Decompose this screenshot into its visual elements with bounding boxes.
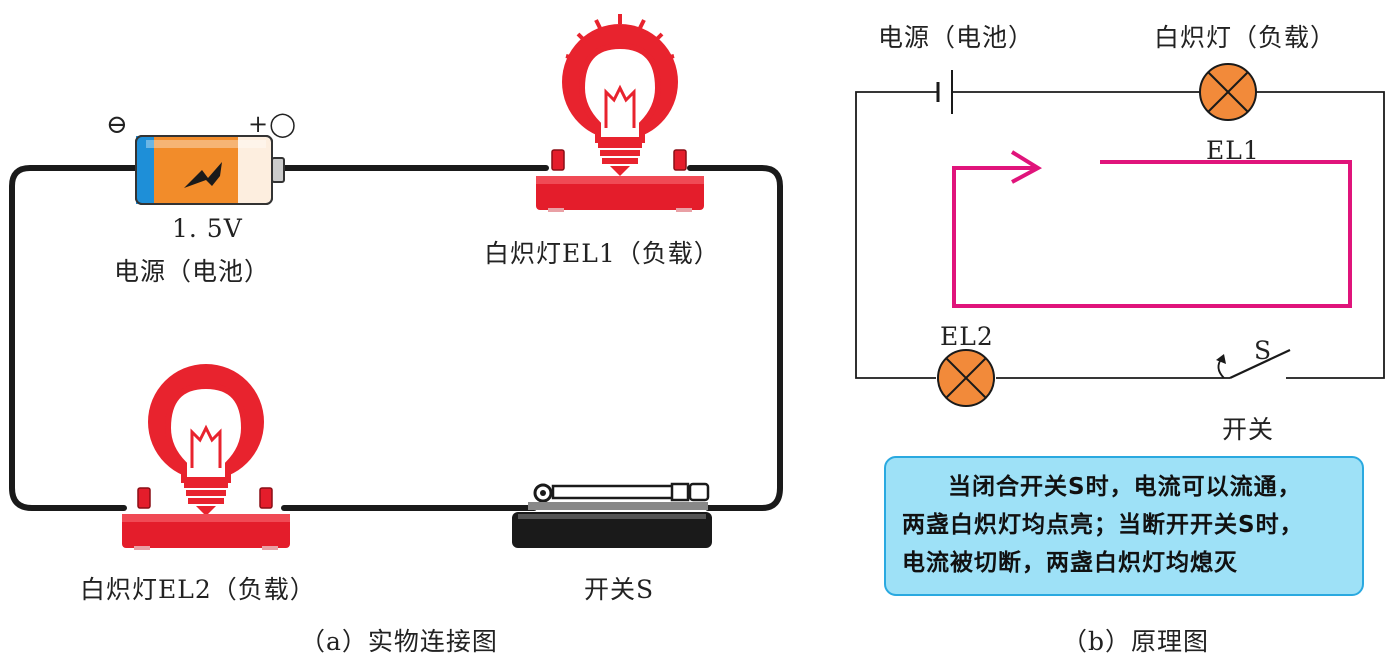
schematic-lamp1-label: EL1 [1206,136,1260,165]
battery-name-label: 电源（电池） [114,257,271,286]
light-bulb-icon [148,364,264,516]
note-line-1: 当闭合开关S时，电流可以流通， [948,474,1302,500]
note-line-2: 两盏白炽灯均点亮；当断开开关S时， [902,512,1304,538]
switch-name-label: 开关S [584,575,655,604]
panel-a-wiring [9,165,783,511]
note-line-3: 电流被切断，两盏白炽灯均熄灭 [902,550,1238,576]
light-bulb-icon [562,14,678,176]
lamp2-base [122,487,290,550]
schematic-lamp2-label: EL2 [940,322,994,351]
battery-icon [135,135,285,205]
panel-b-schematic [855,91,1385,379]
current-arrow-icon [952,150,1352,308]
schematic-switch-label: S [1254,336,1273,365]
battery-minus-terminal: ⊖ [106,110,129,140]
lamp1-base [536,149,704,212]
lamp1-name-label: 白炽灯EL1（负载） [484,239,720,268]
lamp-symbol-icon [1199,63,1257,121]
switch-rotation-arrow [1216,354,1226,379]
knife-switch-icon [512,482,712,548]
explanation-note: 当闭合开关S时，电流可以流通， 两盏白炽灯均点亮；当断开开关S时， 电流被切断，… [884,456,1364,596]
battery-plus-terminal: +◯ [248,110,297,138]
schematic-battery-label: 电源（电池） [878,23,1035,52]
schematic-switch-name: 开关 [1222,415,1275,444]
panel-a-caption: （a）实物连接图 [300,627,498,656]
lamp-symbol-icon [937,349,995,407]
battery-symbol [936,70,953,114]
battery-voltage-label: 1. 5V [172,214,243,243]
schematic-lamp1-title: 白炽灯（负载） [1154,23,1337,52]
panel-b-caption: （b）原理图 [1062,627,1210,656]
lamp2-name-label: 白炽灯EL2（负载） [80,575,316,604]
